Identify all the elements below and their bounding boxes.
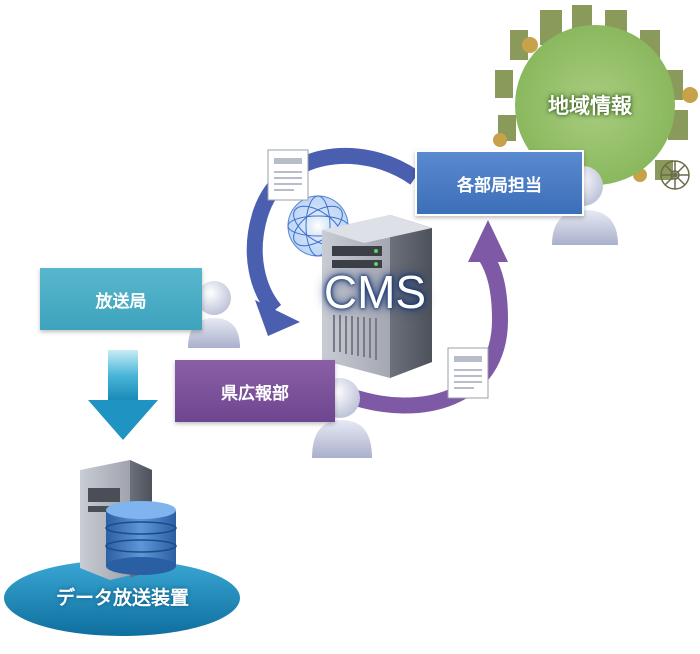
down-arrow (88, 350, 158, 440)
chiiki-label: 地域情報 (548, 94, 632, 118)
cycle-arrow-purple (347, 220, 509, 414)
device-label: データ放送装置 (55, 587, 189, 609)
document-icon (267, 149, 309, 201)
housoukyoku-box: 放送局 (40, 268, 202, 330)
kenkouhoubu-label: 県広報部 (221, 383, 289, 404)
kakubukyoku-label: 各部局担当 (457, 175, 542, 196)
chiiki-circle (515, 25, 675, 185)
kakubukyoku-box: 各部局担当 (415, 150, 584, 216)
database-icon (105, 501, 177, 575)
cycle-arrow-blue (246, 147, 420, 336)
town-icon (493, 5, 698, 190)
cms-label: CMS (323, 266, 427, 318)
device-ellipse (4, 560, 240, 636)
kenkouhoubu-box: 県広報部 (175, 360, 335, 422)
server-icon (322, 215, 432, 378)
document-icon (447, 347, 489, 399)
housoukyoku-label: 放送局 (95, 291, 147, 312)
data-device (4, 460, 240, 636)
